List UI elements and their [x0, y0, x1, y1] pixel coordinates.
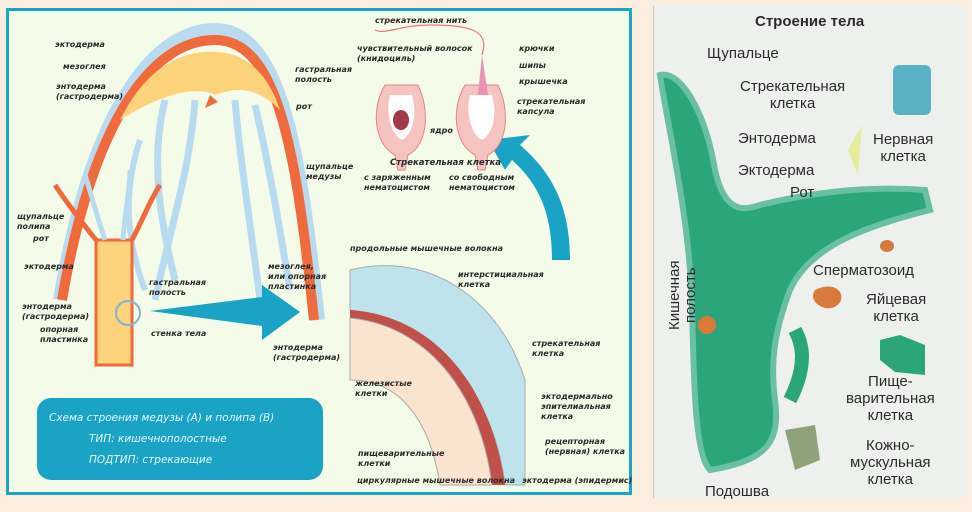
label-polyp-support-plate: опорная пластинка	[40, 325, 89, 344]
label-nerve-cell: Нервная клетка	[873, 131, 934, 165]
label-wall-endoderm: энтодерма (гастродерма)	[273, 343, 341, 362]
label-wall-stinging: стрекательная клетка	[532, 339, 601, 358]
cnidocyte-drawings	[374, 24, 506, 171]
label-medusa-gastral-cavity: гастральная полость	[295, 65, 353, 84]
label-egg-cell: Яйцевая клетка	[866, 291, 927, 325]
hydra-drawing	[656, 65, 934, 474]
label-wall-epithelial: эктодермально эпителиальная клетка	[541, 392, 613, 421]
label-polyp-mouth: рот	[33, 234, 49, 243]
label-medusa-mouth: рот	[296, 102, 312, 111]
label-cnido-nucleus: ядро	[430, 126, 453, 135]
label-tentacle: Щупальце	[707, 45, 779, 62]
label-wall-ectoderm: эктодерма (эпидермис)	[522, 476, 633, 485]
label-mouth: Рот	[790, 184, 815, 201]
label-medusa-mesoglea: мезоглея	[63, 62, 106, 71]
info-subtype: ПОДТИП: стрекающие	[89, 454, 213, 466]
label-wall-longitudinal: продольные мышечные волокна	[350, 244, 504, 253]
label-medusa-ectoderm: эктодерма	[55, 40, 105, 49]
label-cnido-cnidocil: чувствительный волосок (книдоциль)	[357, 44, 473, 63]
label-wall-mesoglea: мезоглея, или опорная пластинка	[268, 262, 327, 291]
curved-arrow-icon	[488, 135, 570, 260]
label-polyp-tentacle: щупальце полипа	[17, 212, 65, 231]
label-endoderm: Энтодерма	[738, 130, 816, 147]
label-cnido-thread: стрекательная нить	[375, 16, 468, 25]
info-box: Схема строения медузы (А) и полипа (В) Т…	[37, 398, 323, 480]
egg-cell-shape	[813, 286, 842, 309]
label-cnido-hooks: крючки	[519, 44, 555, 53]
label-polyp-gastral-cavity: гастральная полость	[149, 278, 207, 297]
label-ectoderm: Эктодерма	[738, 162, 815, 179]
label-polyp-endoderm: энтодерма (гастродерма)	[22, 302, 90, 321]
label-wall-circular: циркулярные мышечные волокна	[357, 476, 516, 485]
info-title: Схема строения медузы (А) и полипа (В)	[49, 412, 275, 424]
medusa-drawing	[53, 22, 325, 321]
label-wall-digestive: пищеварительные клетки	[358, 449, 445, 468]
right-panel-title: Строение тела	[755, 13, 865, 30]
polyp-drawing	[52, 169, 163, 367]
label-polyp-body-wall: стенка тела	[151, 329, 207, 338]
label-cnido-free: со свободным нематоцистом	[449, 173, 515, 192]
label-cnido-spines: шипы	[519, 61, 546, 70]
label-cnido-capsule: стрекательная капсула	[517, 97, 586, 116]
label-polyp-ectoderm: эктодерма	[24, 262, 74, 271]
label-wall-receptor: рецепторная (нервная) клетка	[545, 437, 626, 456]
label-skin-muscle-cell: Кожно- мускульная клетка	[850, 437, 931, 488]
info-type: ТИП: кишечнополостные	[89, 433, 227, 445]
label-wall-interstitial: интерстициальная клетка	[458, 270, 544, 289]
label-medusa-tentacle: щупальце медузы	[306, 162, 354, 181]
body-wall-section	[349, 265, 526, 486]
label-digestive-cell: Пище- варительная клетка	[846, 373, 935, 424]
label-gut-cavity: Кишечная полость	[666, 260, 699, 330]
label-cnido-charged: с заряженным нематоцистом	[364, 173, 431, 192]
label-sperm: Сперматозоид	[813, 262, 915, 279]
label-stinging-cell: Стрекательная клетка	[740, 78, 846, 112]
label-cnido-title: Стрекательная клетка	[390, 158, 502, 168]
right-arrow-icon	[150, 285, 300, 340]
label-sole: Подошва	[705, 483, 770, 500]
label-cnido-lid: крышечка	[519, 77, 568, 86]
label-wall-glandular: железистые клетки	[355, 379, 412, 398]
label-medusa-endoderm: энтодерма (гастродерма)	[56, 82, 124, 101]
